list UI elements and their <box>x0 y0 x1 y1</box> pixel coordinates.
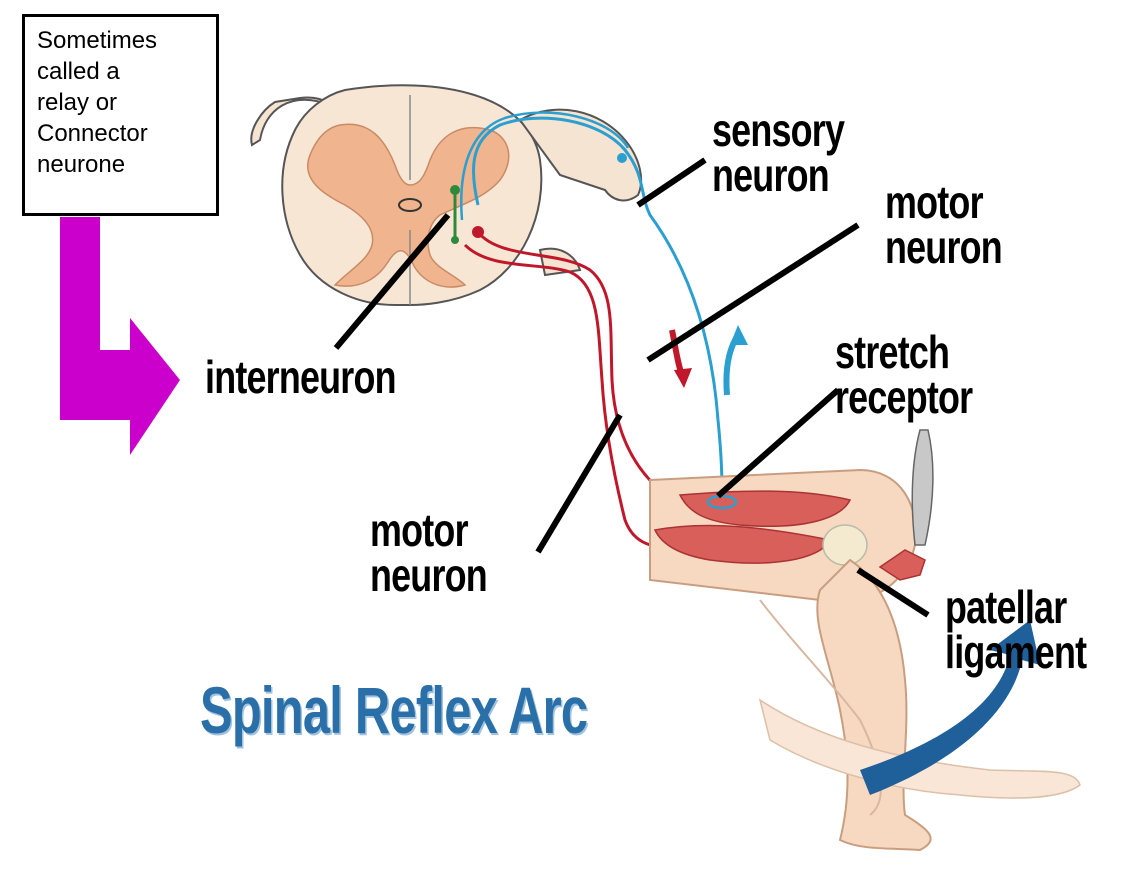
label-interneuron: interneuron <box>205 355 396 400</box>
note-line: relay or <box>37 87 216 118</box>
note-line: called a <box>37 56 216 87</box>
label-sensory-neuron: sensory neuron <box>712 108 844 198</box>
reflex-hammer <box>912 430 933 545</box>
note-line: Connector <box>37 118 216 149</box>
label-motor-neuron-upper: motor neuron <box>885 180 1002 270</box>
note-line: neurone <box>37 149 216 180</box>
magenta-pointer-arrow <box>60 217 180 455</box>
label-stretch-receptor: stretch receptor <box>835 330 972 420</box>
note-line: Sometimes <box>37 25 216 56</box>
label-motor-neuron-lower: motor neuron <box>370 508 487 598</box>
label-patellar-ligament: patellar ligament <box>945 585 1086 675</box>
diagram-title: Spinal Reflex Arc <box>200 672 587 748</box>
connector-neurone-note: Sometimes called a relay or Connector ne… <box>22 14 219 216</box>
